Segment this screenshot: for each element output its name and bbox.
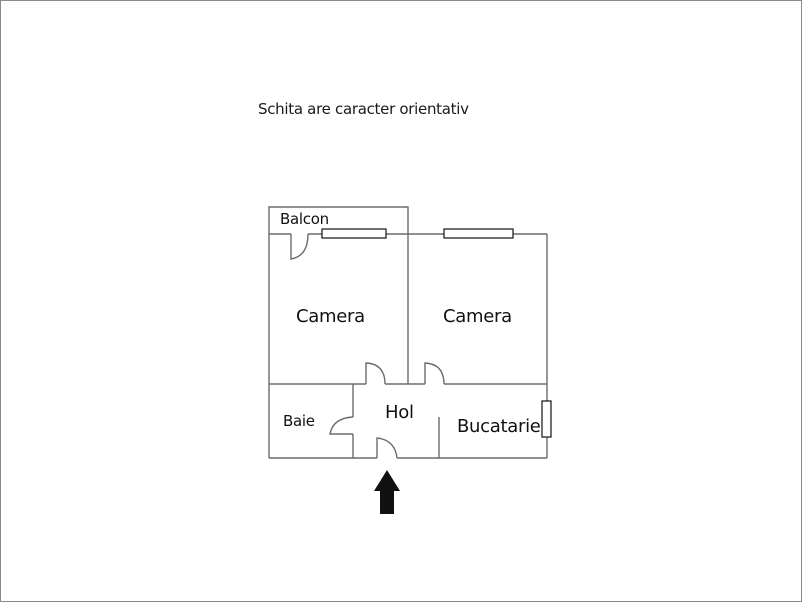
room-label-bucatarie: Bucatarie xyxy=(457,416,541,437)
balcony-door-icon xyxy=(290,233,309,260)
room-label-camera-left: Camera xyxy=(296,306,365,327)
room-label-hol: Hol xyxy=(385,402,414,423)
entry-door-icon xyxy=(376,437,398,459)
balcony-wall xyxy=(268,206,409,234)
camera-right-door-icon xyxy=(424,362,445,385)
window-left-icon xyxy=(321,228,387,239)
room-label-balcon: Balcon xyxy=(280,210,329,228)
disclaimer-note: Schita are caracter orientativ xyxy=(258,100,469,118)
entrance-arrow-icon xyxy=(374,470,400,514)
camera-left-door-icon xyxy=(365,362,386,385)
window-kitchen-icon xyxy=(541,400,552,438)
room-label-baie: Baie xyxy=(283,412,315,430)
window-right-icon xyxy=(443,228,514,239)
room-label-camera-right: Camera xyxy=(443,306,512,327)
baie-door-icon xyxy=(329,416,354,435)
